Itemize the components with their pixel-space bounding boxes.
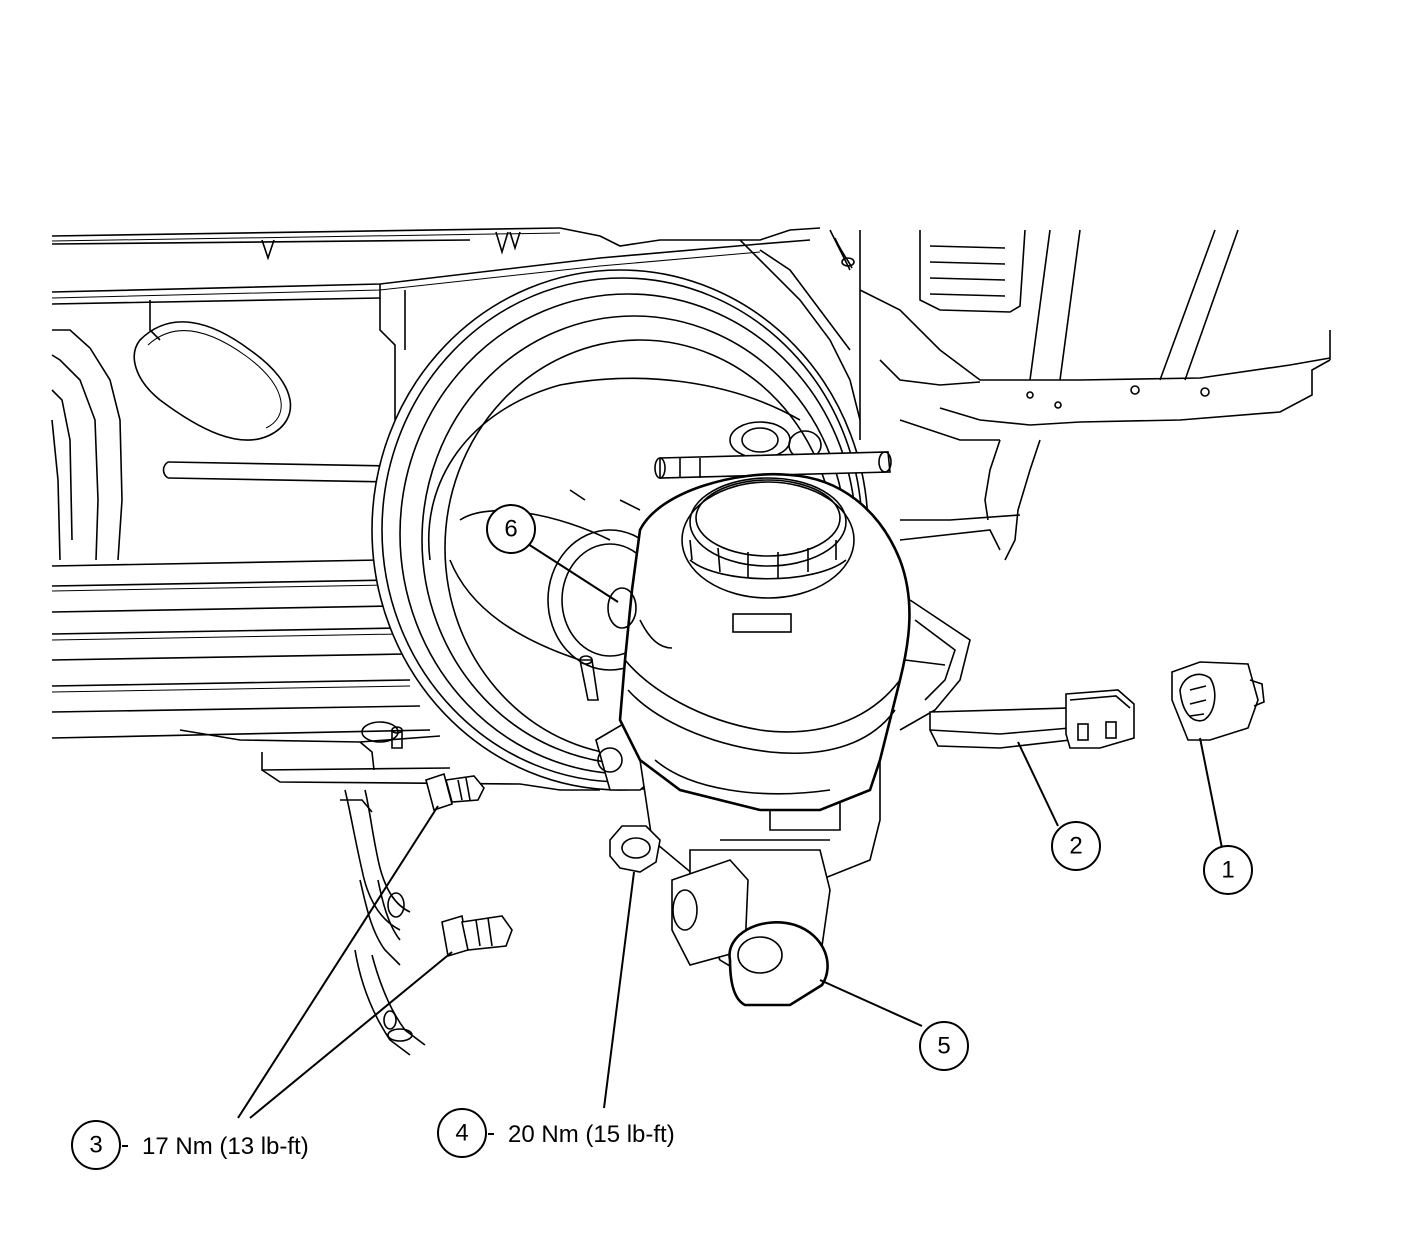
fluid-level-sensor-connector — [929, 689, 1135, 749]
callout-4-torque: 20 Nm (15 lb-ft) — [508, 1121, 675, 1148]
callout-4: 4 20 Nm (15 lb-ft) — [437, 1108, 675, 1158]
dash-panel-background — [51, 227, 1331, 1056]
callout-3-label: 3 — [89, 1132, 102, 1159]
callout-1: 1 — [1203, 845, 1253, 895]
callout-4-label: 4 — [455, 1120, 468, 1147]
callout-5-label: 5 — [937, 1033, 950, 1060]
callout-6: 6 — [486, 504, 536, 554]
leader-6 — [527, 543, 619, 603]
callout-2-label: 2 — [1069, 833, 1082, 860]
leader-4 — [603, 871, 635, 1109]
leader-3b — [249, 951, 453, 1119]
leader-1 — [1199, 737, 1223, 849]
master-cylinder — [595, 473, 911, 1007]
callout-3-torque: 17 Nm (13 lb-ft) — [142, 1133, 309, 1160]
wiring-harness-connector — [1171, 661, 1265, 741]
callout-2: 2 — [1051, 821, 1101, 871]
leader-2 — [1017, 741, 1059, 827]
leader-lines — [122, 543, 1223, 1147]
leader-3a — [237, 805, 439, 1119]
mounting-nut — [609, 825, 661, 873]
callout-1-label: 1 — [1221, 857, 1234, 884]
callout-5: 5 — [919, 1021, 969, 1071]
brake-line-fitting-upper — [425, 772, 485, 812]
leader-5 — [819, 979, 923, 1027]
brake-line-fitting-lower — [441, 914, 513, 958]
callout-6-label: 6 — [504, 516, 517, 543]
callout-3: 3 17 Nm (13 lb-ft) — [71, 1120, 309, 1170]
